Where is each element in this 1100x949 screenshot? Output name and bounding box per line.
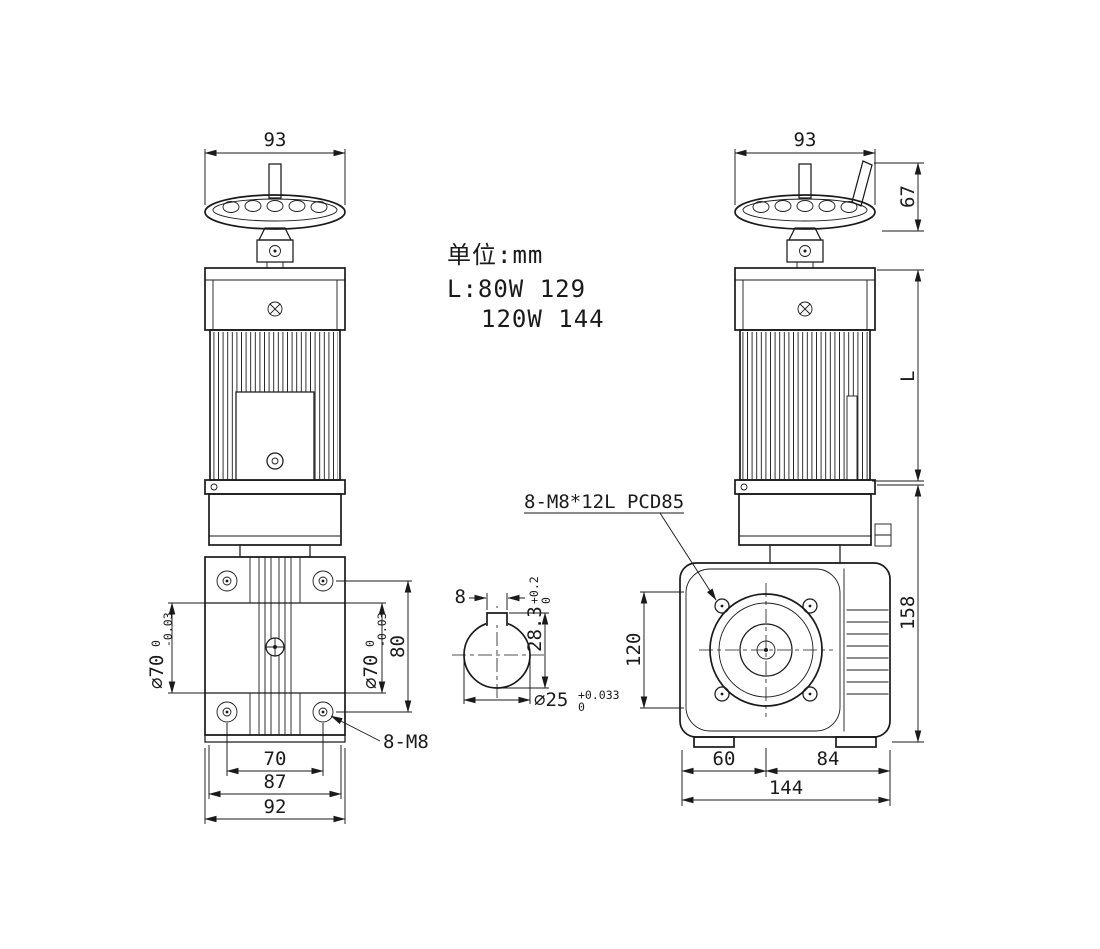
motor-body-side [739,329,871,481]
flange-hole-tl [714,598,730,614]
handwheel-stem [268,163,282,199]
dim-spigot-left: ⌀70 0 -0.03 [146,612,175,689]
dim-offset-left: 60 [713,748,736,770]
pcd-callout: 8-M8*12L PCD85 [524,491,717,601]
output-flange-circle [709,593,823,707]
svg-text:+0.2: +0.2 [527,576,541,604]
motor-flange-side [734,479,892,564]
side-view-dimensions: 93 67 L 158 120 60 [623,129,924,806]
dim-bolt-span-h: 70 [264,748,287,770]
shaft-section: 8 28.3 +0.2 0 ⌀25 +0.033 0 [452,576,620,714]
dim-handwheel-height: 67 [897,185,919,208]
svg-text:0: 0 [363,640,377,647]
front-view-dimensions: 93 ⌀70 0 -0.03 ⌀70 0 -0.03 80 8-M8 [146,129,429,824]
svg-text:⌀70: ⌀70 [360,655,382,689]
dim-overall-depth: 144 [769,777,803,799]
cooling-ribs [846,609,889,695]
motor-body [209,329,341,481]
svg-text:⌀70: ⌀70 [146,655,168,689]
note-unit: 单位:mm [447,241,543,269]
dim-front-width: 93 [264,129,287,151]
dim-base-width: 92 [264,796,287,818]
handwheel-stem-side [798,163,812,199]
handwheel-side [734,194,876,269]
dim-side-width: 93 [794,129,817,151]
dim-body-width: 87 [264,771,287,793]
note-length-spec-2: 120W 144 [481,305,605,333]
front-view: 93 ⌀70 0 -0.03 ⌀70 0 -0.03 80 8-M8 [146,129,429,824]
terminal-box [235,391,315,481]
dim-gearbox-height: 158 [897,596,919,630]
bolt-boss-bl [216,701,238,723]
dim-key-height: 28.3 +0.2 0 [524,576,553,652]
tap-callout: 8-M8 [383,731,429,753]
bolt-boss-tl [216,570,238,592]
side-view: 93 67 L 158 120 60 [623,129,924,806]
motor-cap [204,267,346,331]
bolt-boss-tr [312,570,334,592]
svg-text:L: L [897,371,919,382]
dim-flange-size: 120 [623,633,645,667]
svg-text:0: 0 [539,597,553,604]
keyway [486,612,508,626]
notes-block: 单位:mm L:80W 129 120W 144 [447,241,605,333]
svg-text:158: 158 [897,596,919,630]
foot-right [835,736,877,748]
dim-bolt-span-v: 80 [387,635,409,658]
flange-hole-bl [714,686,730,702]
dim-spigot-right: ⌀70 0 -0.03 [360,612,389,689]
flange-hole-br [802,686,818,702]
pcd-callout-text: 8-M8*12L PCD85 [524,491,684,513]
flange-hole-tr [802,598,818,614]
dim-offset-right: 84 [817,748,840,770]
gearbox-front [204,556,346,743]
lead-conduit [846,395,858,481]
svg-text:28.3: 28.3 [524,606,546,652]
dim-key-width: 8 [455,586,466,608]
svg-text:0: 0 [149,640,163,647]
svg-text:-0.03: -0.03 [375,612,389,647]
svg-text:67: 67 [897,185,919,208]
dim-shaft-dia: ⌀25 [534,689,568,711]
svg-text:-0.03: -0.03 [161,612,175,647]
svg-text:120: 120 [623,633,645,667]
motor-flange [204,479,346,558]
dim-shaft-dia-tol-up: +0.033 [578,688,620,702]
handwheel [204,194,346,269]
bolt-boss-br [312,701,334,723]
foot-left [693,736,735,748]
dim-motor-length: L [897,371,919,382]
dim-shaft-dia-tol-dn: 0 [578,700,585,714]
svg-text:80: 80 [387,635,409,658]
note-length-spec-1: L:80W 129 [447,275,586,303]
gearbox-side [679,562,891,748]
